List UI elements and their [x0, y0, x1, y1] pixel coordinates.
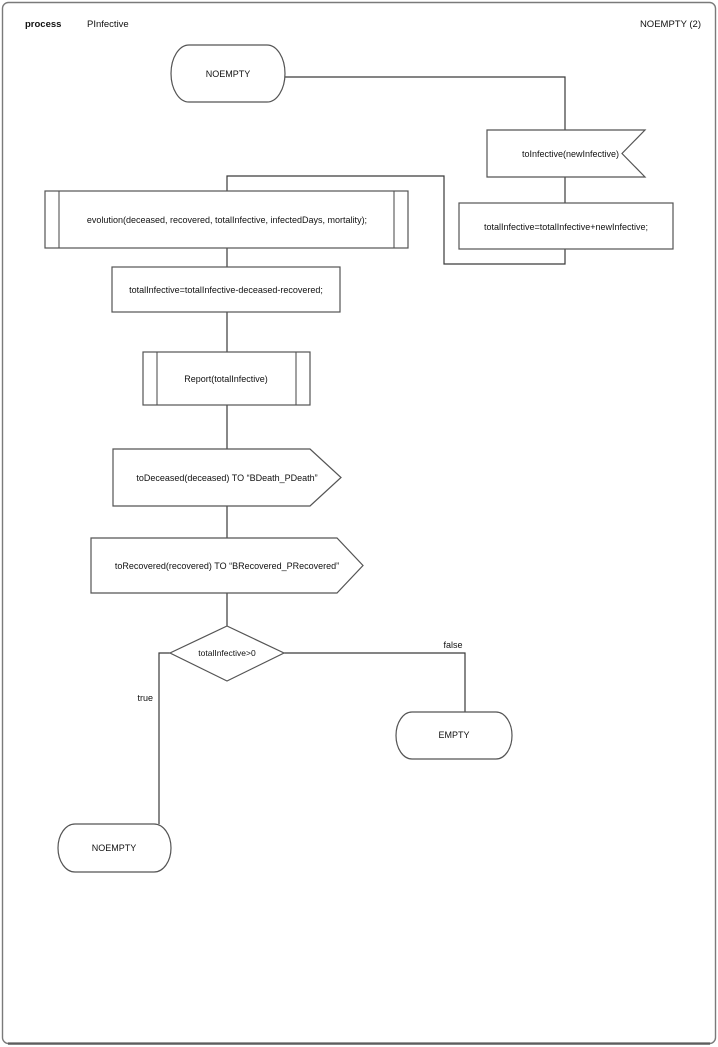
- branch-true-label: true: [137, 693, 153, 703]
- task-add-symbol: [458, 202, 674, 250]
- input-signal-symbol: [486, 129, 647, 178]
- edge-start-to-input: [285, 76, 566, 130]
- input-toinfective-label: toInfective(newInfective): [522, 149, 619, 159]
- state-empty-label: EMPTY: [438, 730, 469, 740]
- procedure-report-label: Report(totalInfective): [184, 374, 268, 384]
- edge-decision-true-to-noempty: [158, 652, 170, 824]
- task-add-label: totalInfective=totalInfective+newInfecti…: [484, 222, 648, 232]
- header-diagram-kind: process: [25, 19, 61, 30]
- state-noempty-start-label: NOEMPTY: [206, 69, 251, 79]
- branch-false-label: false: [443, 640, 462, 650]
- edge-decision-false-to-empty: [284, 652, 466, 712]
- output-todeceased-label: toDeceased(deceased) TO “BDeath_PDeath”: [136, 473, 317, 483]
- procedure-report-symbol: [142, 351, 311, 406]
- output-torecovered-symbol: [90, 537, 364, 594]
- state-noempty-end-label: NOEMPTY: [92, 843, 137, 853]
- output-torecovered-label: toRecovered(recovered) TO “BRecovered_PR…: [115, 561, 339, 571]
- edge-task-add-to-evolution: [226, 175, 566, 265]
- task-subtract-label: totalInfective=totalInfective-deceased-r…: [129, 285, 323, 295]
- procedure-evolution-label: evolution(deceased, recovered, totalInfe…: [87, 215, 367, 225]
- output-todeceased-symbol: [112, 448, 342, 507]
- header-process-name: PInfective: [87, 19, 129, 30]
- state-symbol-noempty-start: [170, 44, 286, 103]
- state-symbol-noempty-end: [57, 823, 172, 873]
- decision-label: totalInfective>0: [198, 648, 256, 658]
- header-page-label: NOEMPTY (2): [640, 19, 701, 30]
- decision-symbol: [168, 625, 286, 682]
- task-subtract-symbol: [111, 266, 341, 313]
- state-symbol-empty: [395, 711, 513, 760]
- procedure-evolution-symbol: [44, 190, 409, 249]
